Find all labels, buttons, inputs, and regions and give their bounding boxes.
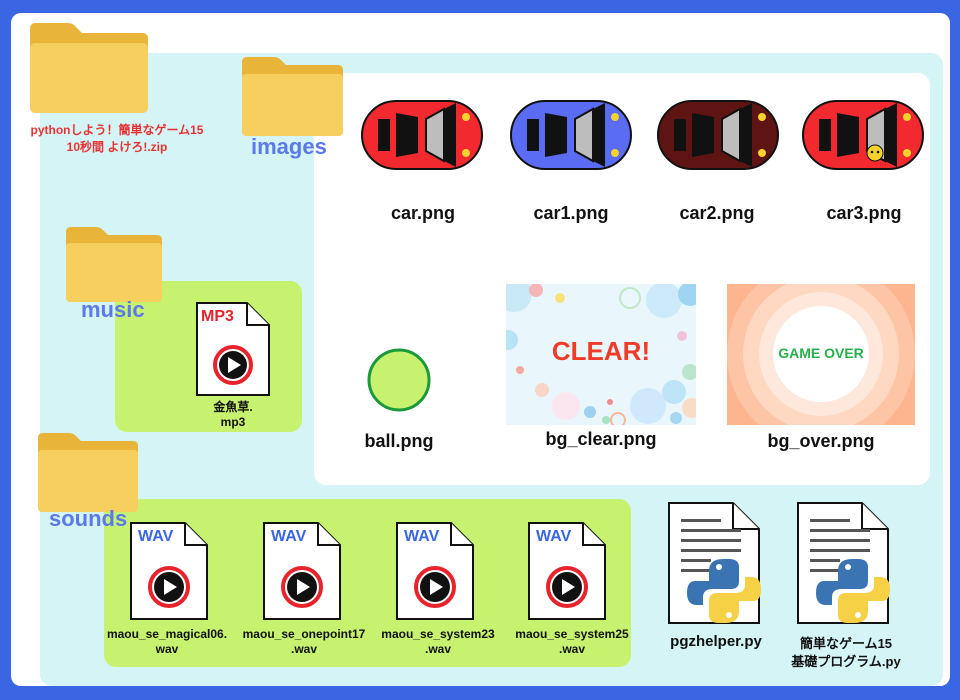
mp3-name-line1: 金魚草. [213,400,253,414]
wav-name-line1: maou_se_magical06. [106,627,228,641]
mp3-file-icon[interactable] [195,301,271,397]
game-base-program-file-name: 簡単なゲーム15 基礎プログラム.py [781,635,911,671]
wav-badge: WAV [138,528,174,545]
python-file-icon[interactable] [796,501,910,625]
sounds-folder-icon[interactable] [36,429,140,513]
wav-file-icon[interactable] [395,521,475,621]
wav-badge: WAV [271,528,307,545]
zip-file-name[interactable]: pythonしよう！簡単なゲーム15 10秒間 よけろ!.zip [17,122,217,156]
zip-name-line2: 10秒間 よけろ!.zip [66,140,168,154]
game-over-text: GAME OVER [778,345,864,361]
wav-name-line2: .wav [558,642,585,656]
wav-badge: WAV [536,528,572,545]
car3-file-name: car3.png [826,203,902,223]
mp3-badge: MP3 [201,308,234,325]
mp3-file-name: 金魚草. mp3 [178,400,288,430]
car-file-name: car.png [390,203,456,223]
wav-file-icon[interactable] [262,521,342,621]
images-folder-icon[interactable] [240,53,345,137]
wav-file-icon[interactable] [129,521,209,621]
bg-clear-image[interactable]: CLEAR! [506,284,696,425]
diagram-frame: pythonしよう！簡単なゲーム15 10秒間 よけろ!.zip images … [11,13,950,686]
wav-file-name: maou_se_onepoint17 .wav [234,627,374,657]
bg-over-file-name: bg_over.png [767,431,875,451]
wav-name-line1: maou_se_system23 [381,627,495,641]
music-folder-label: music [81,297,145,322]
game-base-program-line2: 基礎プログラム.py [791,654,901,669]
mp3-name-line2: mp3 [220,415,246,429]
wav-name-line1: maou_se_onepoint17 [242,627,366,641]
images-folder-label: images [251,134,327,159]
wav-badge: WAV [404,528,440,545]
wav-name-line2: .wav [424,642,451,656]
wav-name-line1: maou_se_system25 [515,627,629,641]
wav-file-name: maou_se_magical06. wav [97,627,237,657]
wav-name-line2: wav [155,642,179,656]
wav-file-icon[interactable] [527,521,607,621]
car2-image-icon[interactable] [656,97,780,173]
car-image-icon[interactable] [360,97,484,173]
sounds-folder-label: sounds [49,506,128,531]
bg-over-image[interactable]: GAME OVER [727,284,915,425]
wav-file-name: maou_se_system25 .wav [502,627,642,657]
confetti-circles-icon [506,284,696,425]
car1-file-name: car1.png [533,203,609,223]
python-file-icon[interactable] [667,501,781,625]
pgzhelper-file-name: pgzhelper.py [670,633,762,650]
ball-image-icon[interactable] [366,347,432,413]
wav-file-name: maou_se_system23 .wav [368,627,508,657]
zip-folder-icon[interactable] [28,19,150,115]
car3-image-icon[interactable] [801,97,925,173]
car1-image-icon[interactable] [509,97,633,173]
music-folder-icon[interactable] [64,223,164,303]
bg-clear-file-name: bg_clear.png [545,429,657,449]
ball-file-name: ball.png [364,431,434,451]
concentric-rings-icon [727,284,915,425]
clear-text: CLEAR! [551,336,651,366]
game-base-program-line1: 簡単なゲーム15 [799,636,893,651]
wav-name-line2: .wav [290,642,317,656]
zip-name-line1: pythonしよう！簡単なゲーム15 [30,123,204,137]
car2-file-name: car2.png [679,203,755,223]
